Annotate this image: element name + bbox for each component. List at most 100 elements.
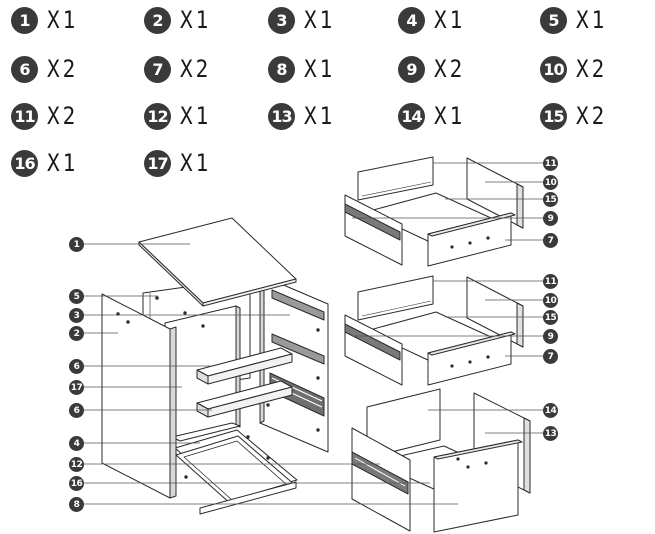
part-quantity: X2: [47, 55, 79, 83]
parts-list-item: 13 X1: [268, 101, 335, 131]
part-number-badge: 3: [268, 6, 295, 34]
part-callout: 12: [69, 457, 84, 472]
part-callout: 13: [543, 426, 558, 441]
part-quantity: X1: [180, 102, 212, 130]
left-side-edge: [169, 326, 177, 499]
part-quantity: X2: [576, 102, 608, 130]
drawer-bottom-assembly: [351, 388, 531, 533]
plinth: [199, 481, 297, 515]
drawer-middle-assembly: [344, 275, 524, 386]
part-quantity: X1: [47, 149, 79, 177]
part-callout: 6: [69, 403, 84, 418]
part-quantity: X1: [434, 102, 466, 130]
parts-list-item: 16 X1: [11, 148, 78, 178]
part-number-badge: 1: [11, 6, 38, 34]
parts-list-item: 10 X2: [540, 54, 607, 84]
shelf-upper-side: [207, 353, 293, 385]
part-quantity: X2: [47, 102, 79, 130]
drawer-top-runner: [344, 203, 401, 241]
part-callout: 15: [543, 192, 558, 207]
part-quantity: X1: [180, 6, 212, 34]
part-number-badge: 10: [540, 55, 567, 83]
part-quantity: X2: [180, 55, 212, 83]
part-number-badge: 4: [398, 6, 425, 34]
part-callout: 14: [543, 403, 558, 418]
part-number-badge: 16: [11, 149, 38, 177]
parts-list-item: 3 X1: [268, 5, 335, 35]
drawer-middle-runner: [344, 323, 401, 361]
part-number-badge: 17: [144, 149, 171, 177]
parts-list-item: 11 X2: [11, 101, 78, 131]
parts-list-item: 17 X1: [144, 148, 211, 178]
part-quantity: X1: [304, 6, 336, 34]
part-quantity: X1: [47, 6, 79, 34]
parts-list-item: 12 X1: [144, 101, 211, 131]
part-callout: 11: [543, 274, 558, 289]
part-callout: 6: [69, 359, 84, 374]
cabinet-assembly: [101, 217, 329, 515]
parts-list-item: 1 X1: [11, 5, 78, 35]
part-callout: 7: [543, 349, 558, 364]
drawer-middle-right-edge: [516, 302, 524, 348]
drawer-middle-front-top: [427, 331, 516, 356]
part-quantity: X1: [576, 6, 608, 34]
part-quantity: X2: [576, 55, 608, 83]
part-number-badge: 11: [11, 102, 38, 130]
part-callout: 16: [69, 476, 84, 491]
parts-list-item: 15 X2: [540, 101, 607, 131]
part-number-badge: 12: [144, 102, 171, 130]
part-quantity: X2: [434, 55, 466, 83]
part-callout: 2: [69, 326, 84, 341]
part-number-badge: 8: [268, 55, 295, 83]
part-quantity: X1: [304, 102, 336, 130]
part-callout: 1: [69, 237, 84, 252]
part-number-badge: 14: [398, 102, 425, 130]
part-callout: 8: [69, 497, 84, 512]
drawer-deep-right-edge: [523, 417, 531, 494]
leader-lines: [82, 162, 544, 505]
part-number-badge: 9: [398, 55, 425, 83]
part-callout: 17: [69, 380, 84, 395]
left-side-panel: [101, 293, 171, 499]
parts-list-item: 6 X2: [11, 54, 78, 84]
part-number-badge: 15: [540, 102, 567, 130]
part-quantity: X1: [180, 149, 212, 177]
part-number-badge: 6: [11, 55, 38, 83]
bottom-rail: [171, 422, 241, 442]
part-number-badge: 2: [144, 6, 171, 34]
part-callout: 10: [543, 175, 558, 190]
drawer-middle-back: [357, 275, 434, 321]
runner-middle: [271, 333, 325, 365]
drawer-top-assembly: [344, 156, 524, 267]
part-callout: 7: [543, 233, 558, 248]
part-callout: 5: [69, 289, 84, 304]
parts-list-item: 2 X1: [144, 5, 211, 35]
top-panel-edge-right: [202, 278, 297, 307]
part-callout: 9: [543, 211, 558, 226]
parts-list-item: 14 X1: [398, 101, 465, 131]
parts-list-item: 7 X2: [144, 54, 211, 84]
part-number-badge: 5: [540, 6, 567, 34]
part-number-badge: 7: [144, 55, 171, 83]
drawer-top-front-top: [427, 212, 516, 237]
part-callout: 15: [543, 310, 558, 325]
runner-top: [271, 289, 325, 321]
parts-list-item: 8 X1: [268, 54, 335, 84]
part-callout: 4: [69, 436, 84, 451]
part-quantity: X1: [304, 55, 336, 83]
drawer-top-back: [357, 156, 434, 201]
shelf-lower-side: [207, 386, 293, 418]
bottom-panel-inset: [183, 440, 287, 501]
parts-list-item: 9 X2: [398, 54, 465, 84]
part-callout: 9: [543, 329, 558, 344]
part-callout: 11: [543, 156, 558, 171]
drawer-deep-front-top: [433, 439, 523, 460]
part-quantity: X1: [434, 6, 466, 34]
drawer-top-right-edge: [516, 183, 524, 229]
drawer-deep-runner: [351, 451, 409, 495]
part-callout: 3: [69, 308, 84, 323]
part-callout: 10: [543, 293, 558, 308]
parts-list-item: 4 X1: [398, 5, 465, 35]
parts-list-item: 5 X1: [540, 5, 607, 35]
